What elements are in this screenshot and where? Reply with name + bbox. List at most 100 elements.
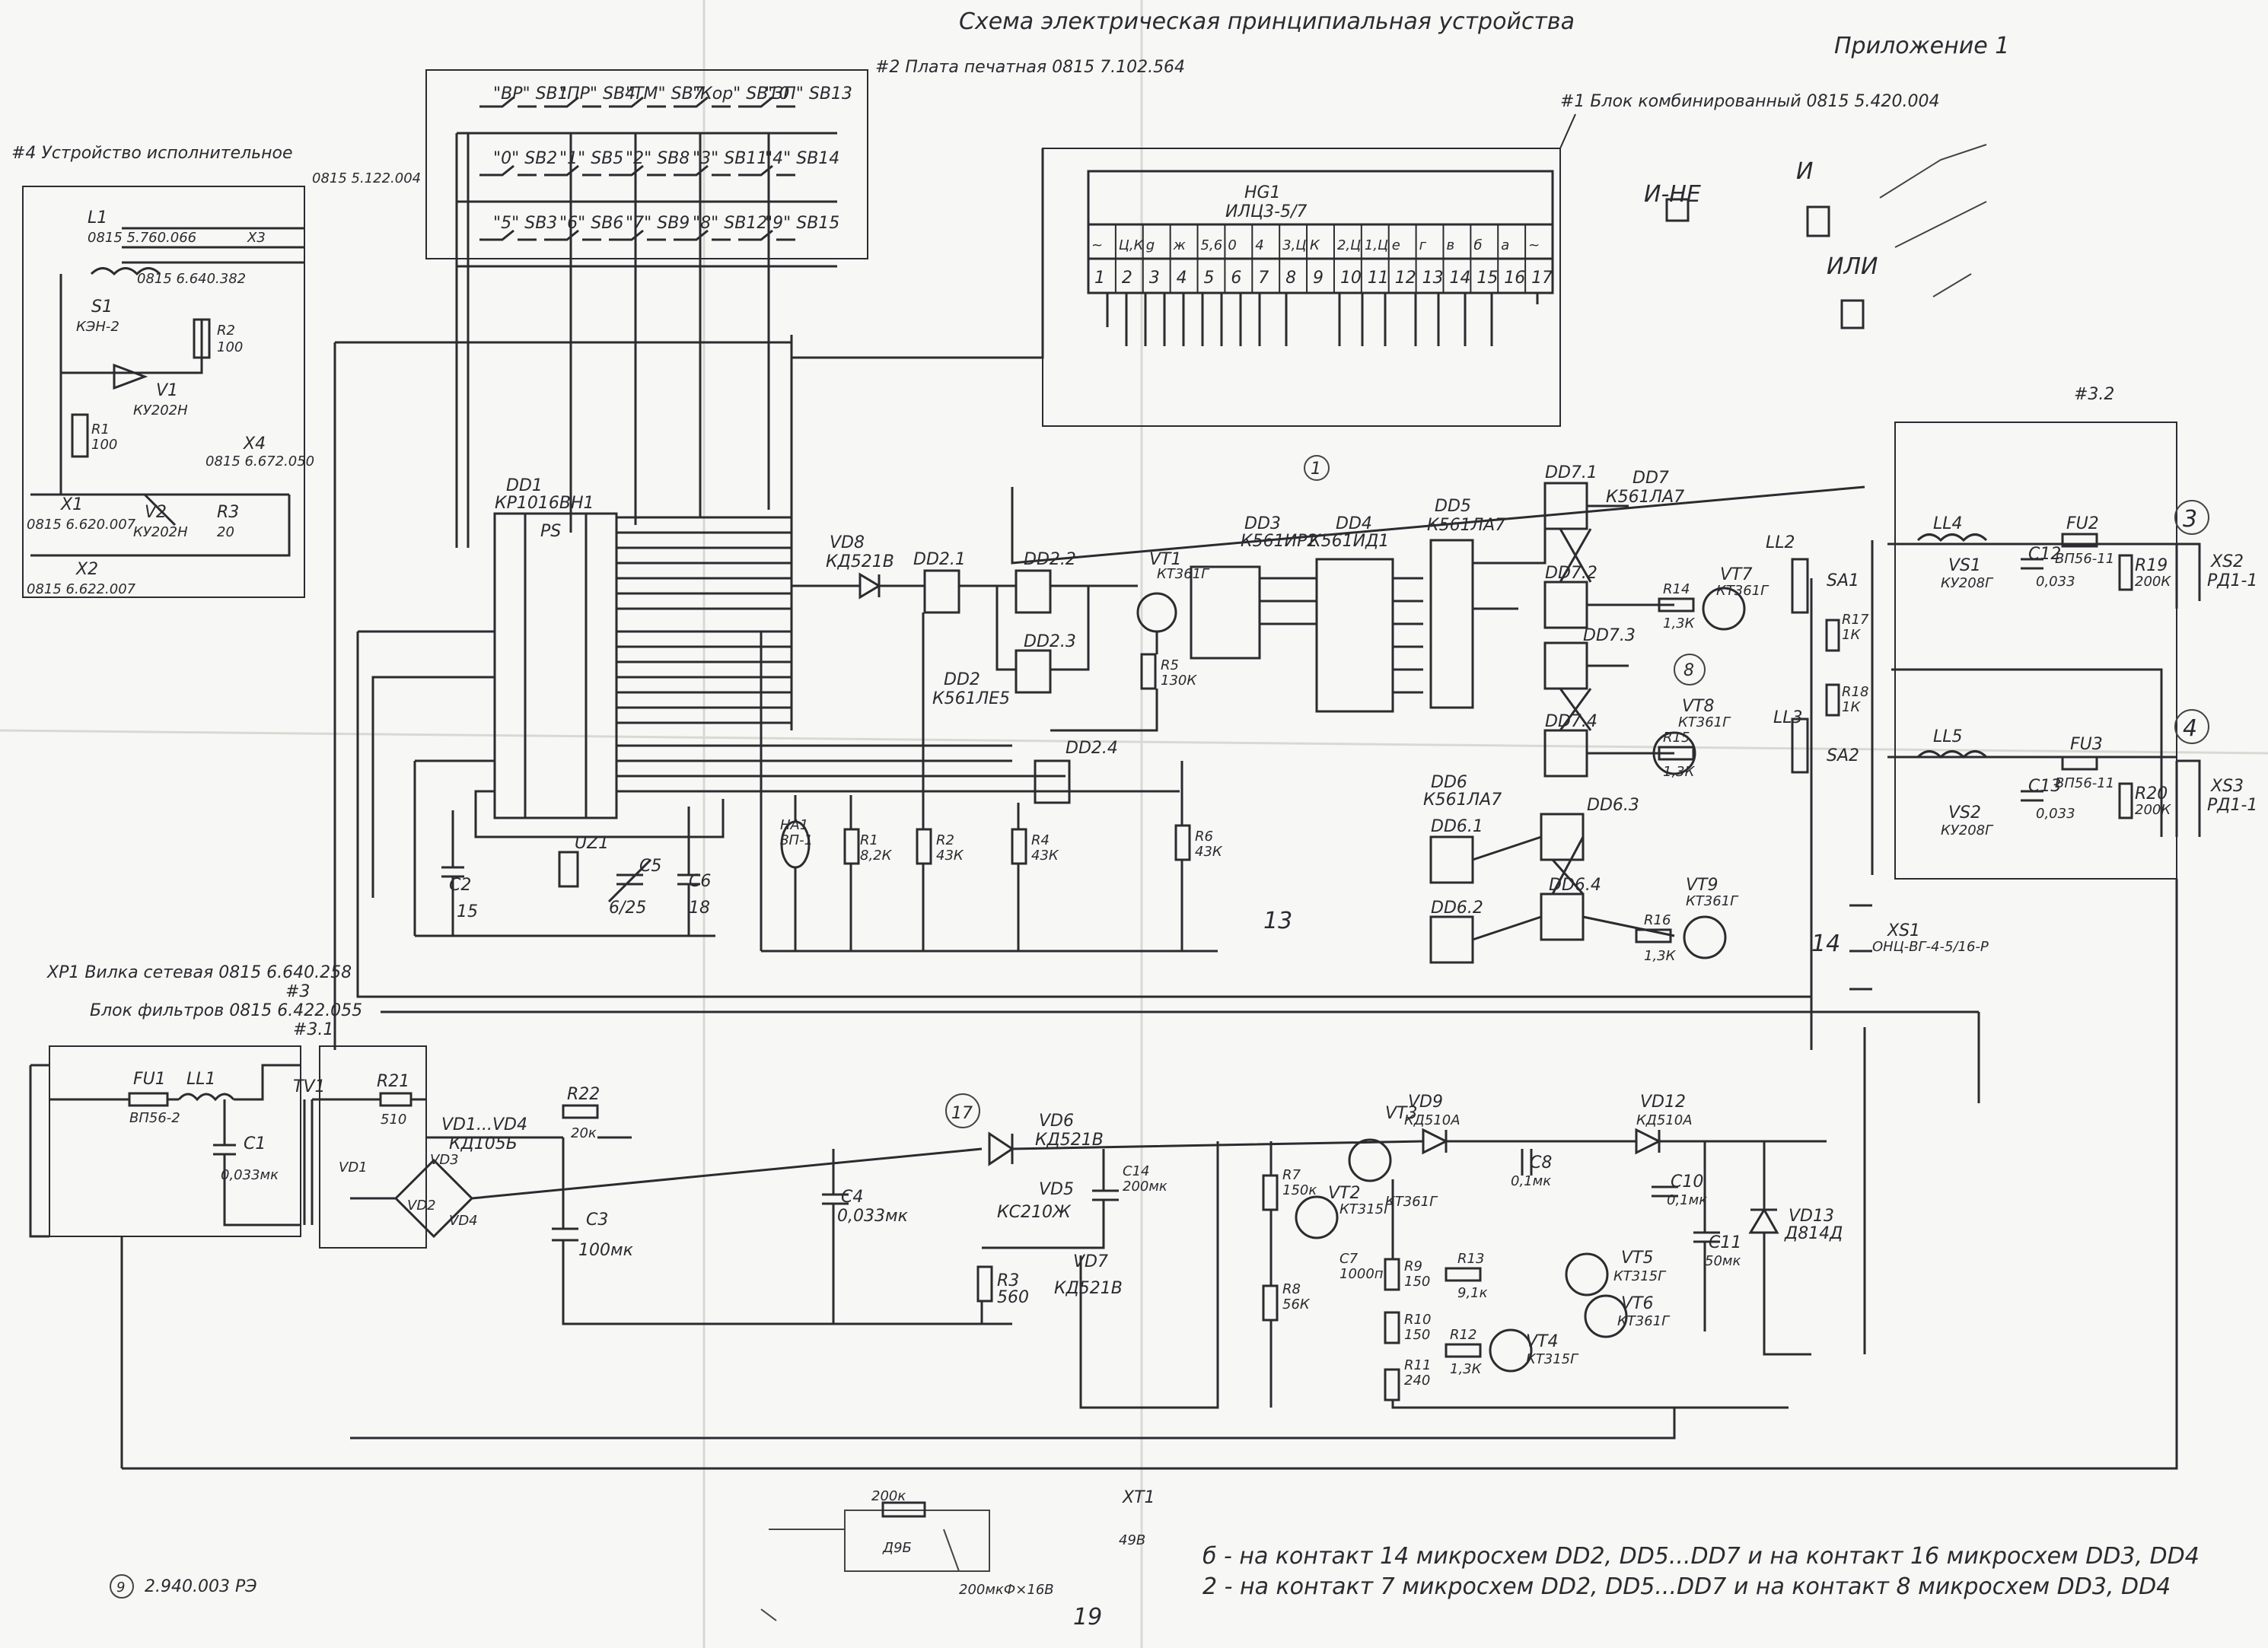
r14-label: R14 — [1663, 581, 1690, 597]
dd1-inner-label: PS — [540, 522, 561, 541]
dd2-wiring — [959, 584, 1158, 732]
r2-label: R2 — [936, 832, 954, 848]
display-pin-number: 4 — [1177, 269, 1187, 288]
fu3-label: FU3 — [2070, 735, 2103, 754]
appendix-label: Приложение 1 — [1834, 33, 2009, 59]
legend-and-not: И-НЕ — [1644, 181, 1701, 208]
ll5-label: LL5 — [1933, 727, 1963, 746]
dd61-label: DD6.1 — [1431, 817, 1483, 836]
r20-label: R20 — [2135, 784, 2168, 803]
x1-code: 0815 6.620.007 — [27, 517, 136, 533]
r5-value: 130К — [1161, 673, 1197, 689]
vd12-label: VD12 — [1640, 1093, 1686, 1112]
key-label: "3" SB11 — [693, 149, 767, 168]
xs2-label: XS2 — [2210, 552, 2244, 571]
dd1-type: КР1016ВН1 — [495, 494, 594, 513]
c3-capacitor — [552, 1227, 578, 1242]
dd24-gate — [1034, 759, 1071, 804]
filter-block-outline — [49, 1045, 427, 1249]
key-label: "4" SB14 — [765, 149, 839, 168]
vt2-transistor — [1295, 1195, 1339, 1239]
x4-label: X4 — [243, 434, 266, 453]
r6-label: R6 — [1195, 829, 1213, 845]
dd62-label: DD6.2 — [1431, 899, 1483, 918]
c6-value: 18 — [689, 899, 710, 918]
vt3-transistor — [1348, 1138, 1392, 1182]
c14-capacitor — [1092, 1189, 1119, 1201]
r16-label: R16 — [1644, 912, 1671, 928]
r14-value: 1,3К — [1663, 616, 1696, 632]
r9-label: R9 — [1404, 1258, 1422, 1274]
vt3-label: VT3 — [1385, 1104, 1418, 1123]
vs1-type: КУ208Г — [1941, 575, 1994, 591]
display-segment-label: ~ — [1528, 237, 1540, 253]
c10-value: 0,1мк — [1667, 1192, 1707, 1208]
ll1-label: LL1 — [186, 1070, 216, 1089]
sa2-label: SA2 — [1827, 746, 1859, 765]
r11-value: 240 — [1404, 1373, 1430, 1389]
dd21-gate — [923, 569, 960, 614]
display-pin-number: 3 — [1149, 269, 1160, 288]
legend-or: ИЛИ — [1827, 253, 1878, 280]
page-number: 19 — [1073, 1604, 1102, 1631]
r5-label: R5 — [1161, 657, 1179, 673]
r22-label: R22 — [567, 1085, 600, 1104]
key-label: "ВР" SB1 — [493, 84, 569, 103]
c12-value: 0,033 — [2036, 574, 2075, 590]
executive-device-label: #4 Устройство исполнительное — [11, 144, 293, 163]
dd2-label: DD2 — [944, 670, 980, 689]
vd1-label: VD1 — [339, 1160, 368, 1176]
c7-label: C7 — [1339, 1251, 1359, 1267]
vt4-label: VT4 — [1526, 1332, 1559, 1351]
bus-wiring — [333, 148, 1980, 1103]
vd8-type: КД521В — [826, 552, 894, 571]
c5-value: 6/25 — [609, 899, 646, 918]
paper-fold-horizontal — [0, 729, 2268, 755]
vd8-label: VD8 — [830, 533, 865, 552]
ll4-inductor — [1916, 533, 1988, 542]
s1-type: КЭН-2 — [76, 319, 119, 335]
ll2-label: LL2 — [1766, 533, 1795, 552]
display-pin-number: 2 — [1122, 269, 1132, 288]
vt1-type: КТ361Г — [1157, 566, 1210, 582]
r21-label: R21 — [377, 1072, 409, 1091]
c2-value: 15 — [457, 902, 478, 921]
display-pin-number: 8 — [1285, 269, 1296, 288]
r12-label: R12 — [1450, 1327, 1476, 1343]
dd71-label: DD7.1 — [1545, 463, 1597, 482]
vd13-label: VD13 — [1789, 1207, 1834, 1226]
v2-type: КУ202Н — [133, 524, 188, 540]
c7-value: 1000п — [1339, 1266, 1384, 1282]
c8-value: 0,1мк — [1511, 1173, 1551, 1189]
r3-label: R3 — [997, 1271, 1019, 1290]
display-segment-label: в — [1446, 237, 1454, 253]
vt9-label: VT9 — [1686, 876, 1719, 895]
plug-label: XP1 Вилка сетевая 0815 6.640.258 — [46, 963, 352, 982]
combined-block-label: #1 Блок комбинированный 0815 5.420.004 — [1560, 92, 1939, 111]
vt5-transistor — [1565, 1252, 1609, 1296]
vd13-type: Д814Д — [1784, 1224, 1843, 1243]
r7-value: 150к — [1282, 1182, 1317, 1198]
display-pin-number: 15 — [1476, 269, 1498, 288]
display-pin-number: 9 — [1313, 269, 1324, 288]
vt8-transistor — [1652, 731, 1696, 775]
key-label: "9" SB15 — [765, 214, 839, 233]
r21-value: 510 — [381, 1112, 406, 1128]
r2e-value: 100 — [217, 339, 243, 355]
block-32-label: #3.2 — [2074, 385, 2114, 404]
display-segment-label: е — [1392, 237, 1400, 253]
display-segment-label: К — [1310, 237, 1320, 253]
filter-block-label: Блок фильтров 0815 6.422.055 — [90, 1001, 362, 1020]
v1-label: V1 — [156, 381, 178, 400]
key-label: "Кор" SB10 — [693, 84, 789, 103]
dd21-label: DD2.1 — [913, 550, 966, 569]
display-segment-label: Ц,К — [1119, 237, 1145, 253]
dd5-chip — [1429, 539, 1474, 709]
vd6-diode — [988, 1131, 1015, 1166]
c13-capacitor — [2021, 790, 2043, 802]
r6-value: 43К — [1195, 844, 1223, 860]
c13-label: C13 — [2028, 777, 2061, 796]
logic-legend: И-НЕ И ИЛИ — [1644, 144, 1987, 329]
key-label: "1" SB5 — [559, 149, 623, 168]
